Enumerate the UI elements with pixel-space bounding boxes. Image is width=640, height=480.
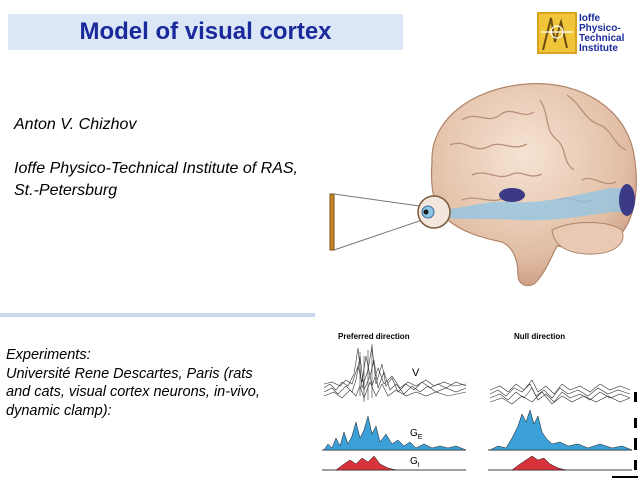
ioffe-logo-icon — [537, 12, 577, 54]
voltage-traces-preferred — [323, 344, 467, 402]
logo-line-3: Technical — [579, 33, 625, 44]
preferred-direction-label: Preferred direction — [338, 332, 410, 341]
institute-logo: Ioffe Physico- Technical Institute — [537, 12, 629, 56]
visual-cortex-area — [619, 184, 635, 216]
null-direction-label: Null direction — [514, 332, 565, 341]
brain-illustration — [329, 83, 637, 287]
affiliation: Ioffe Physico-Technical Institute of RAS… — [14, 158, 298, 202]
affiliation-line-2: St.-Petersburg — [14, 182, 118, 199]
ge-trace-preferred — [323, 415, 467, 451]
experiments-line-4: dynamic clamp): — [6, 402, 112, 419]
visual-pathway — [440, 188, 628, 221]
section-divider — [0, 313, 315, 317]
gi-trace-null — [511, 455, 567, 471]
experiments-text: Experiments: Université Rene Descartes, … — [6, 346, 306, 420]
slide-title: Model of visual cortex — [79, 18, 332, 45]
ge-label: GE — [410, 428, 423, 441]
ge-trace-null — [489, 409, 633, 451]
voltage-traces-null — [489, 379, 631, 405]
scale-bars — [612, 392, 638, 478]
experiments-line-3: and cats, visual cortex neurons, in-vivo… — [6, 384, 260, 400]
cerebellum-shape — [551, 222, 624, 255]
recording-figure: Preferred direction Null direction V GE … — [322, 332, 638, 478]
affiliation-line-1: Ioffe Physico-Technical Institute of RAS… — [14, 160, 298, 177]
gi-label: GI — [410, 456, 420, 469]
voltage-label: V — [412, 367, 420, 379]
experiments-line-2: Université Rene Descartes, Paris (rats — [6, 365, 253, 382]
logo-line-2: Physico- — [579, 23, 621, 34]
stimulus-bar — [329, 193, 335, 251]
brain-folds — [449, 94, 627, 203]
logo-line-4: Institute — [579, 43, 618, 54]
projection-lines — [333, 193, 435, 251]
author-name: Anton V. Chizhov — [14, 116, 137, 133]
logo-line-1: Ioffe — [579, 13, 601, 24]
gi-trace-preferred — [335, 455, 397, 471]
brain-shape — [430, 83, 637, 287]
lgn-nucleus — [499, 188, 525, 202]
title-bar: Model of visual cortex — [8, 14, 403, 50]
experiments-line-1: Experiments: — [6, 347, 91, 363]
